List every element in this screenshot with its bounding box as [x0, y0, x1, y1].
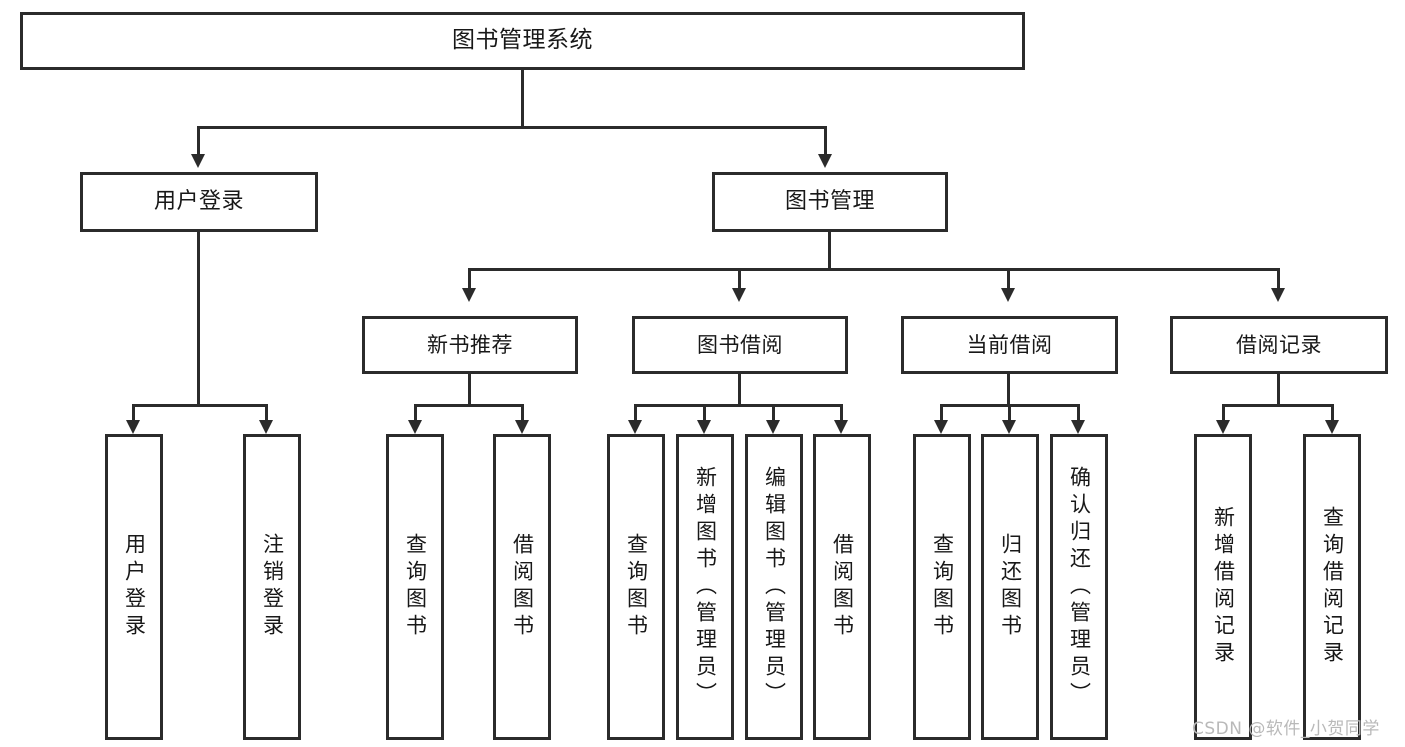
arrowhead-leaf-11	[1216, 420, 1230, 434]
edge-drop-leaf-1	[265, 404, 268, 422]
edge-drop-borrow-records	[1277, 268, 1280, 290]
leaf-node-borrow-books-borrow[interactable]: 借阅图书	[813, 434, 871, 740]
leaf-node-query-books-current[interactable]: 查询图书	[913, 434, 971, 740]
arrowhead-leaf-12	[1325, 420, 1339, 434]
edge-book-mgmt-stem	[828, 232, 831, 270]
leaf-node-logout[interactable]: 注销登录	[243, 434, 301, 740]
node-label: 图书管理系统	[452, 27, 593, 54]
arrowhead-leaf-4	[628, 420, 642, 434]
edge-drop-leaf-4	[634, 404, 637, 422]
node-label: 用户登录	[122, 533, 147, 641]
node-label: 图书借阅	[697, 332, 783, 357]
leaf-node-add-book-admin[interactable]: 新增图书（管理员）	[676, 434, 734, 740]
node-label: 查询图书	[624, 533, 649, 641]
edge-drop-leaf-6	[772, 404, 775, 422]
node-label: 图书管理	[784, 189, 875, 215]
node-user-login[interactable]: 用户登录	[80, 172, 318, 232]
node-borrow-records[interactable]: 借阅记录	[1170, 316, 1388, 374]
edge-drop-leaf-5	[703, 404, 706, 422]
arrowhead-leaf-7	[834, 420, 848, 434]
edge-drop-new-books	[468, 268, 471, 290]
leaf-node-confirm-return-admin[interactable]: 确认归还（管理员）	[1050, 434, 1108, 740]
node-label: 归还图书	[998, 533, 1023, 641]
node-label: 新书推荐	[427, 332, 513, 357]
node-new-book-recommend[interactable]: 新书推荐	[362, 316, 578, 374]
arrowhead-leaf-1	[259, 420, 273, 434]
edge-drop-book-mgmt	[824, 126, 827, 156]
edge-drop-leaf-11	[1222, 404, 1225, 422]
leaf-node-query-borrow-record[interactable]: 查询借阅记录	[1303, 434, 1361, 740]
arrowhead-leaf-0	[126, 420, 140, 434]
node-book-management[interactable]: 图书管理	[712, 172, 948, 232]
edge-user-login-leaf-bus	[132, 404, 268, 407]
node-label: 编辑图书（管理员）	[762, 465, 787, 709]
edge-book-borrow-leaf-bus	[634, 404, 842, 407]
arrowhead-leaf-3	[515, 420, 529, 434]
arrowhead-book-borrow	[732, 288, 746, 302]
edge-book-borrow-stem	[738, 374, 741, 406]
edge-drop-leaf-3	[521, 404, 524, 422]
arrowhead-leaf-8	[934, 420, 948, 434]
edge-root-stem	[521, 70, 524, 128]
arrowhead-new-books	[462, 288, 476, 302]
edge-user-login-stem	[197, 232, 200, 406]
edge-new-books-stem	[468, 374, 471, 406]
node-label: 查询图书	[930, 533, 955, 641]
edge-drop-leaf-10	[1077, 404, 1080, 422]
arrowhead-leaf-2	[408, 420, 422, 434]
node-label: 用户登录	[153, 189, 244, 215]
edge-drop-leaf-12	[1331, 404, 1334, 422]
edge-drop-leaf-9	[1008, 404, 1011, 422]
node-current-borrow[interactable]: 当前借阅	[901, 316, 1118, 374]
node-root-system[interactable]: 图书管理系统	[20, 12, 1025, 70]
node-label: 借阅记录	[1236, 332, 1322, 357]
node-label: 借阅图书	[830, 533, 855, 641]
node-label: 确认归还（管理员）	[1067, 465, 1092, 709]
arrowhead-user-login	[191, 154, 205, 168]
edge-drop-leaf-7	[840, 404, 843, 422]
leaf-node-return-books[interactable]: 归还图书	[981, 434, 1039, 740]
edge-borrow-records-stem	[1277, 374, 1280, 406]
arrowhead-current-borrow	[1001, 288, 1015, 302]
edge-drop-leaf-2	[414, 404, 417, 422]
edge-drop-leaf-8	[940, 404, 943, 422]
node-label: 查询借阅记录	[1320, 506, 1345, 668]
edge-new-books-leaf-bus	[414, 404, 524, 407]
leaf-node-add-borrow-record[interactable]: 新增借阅记录	[1194, 434, 1252, 740]
edge-drop-current-borrow	[1007, 268, 1010, 290]
leaf-node-query-books-newbooks[interactable]: 查询图书	[386, 434, 444, 740]
node-label: 注销登录	[260, 533, 285, 641]
edge-current-borrow-stem	[1007, 374, 1010, 406]
node-label: 新增图书（管理员）	[693, 465, 718, 709]
arrowhead-borrow-records	[1271, 288, 1285, 302]
node-label: 当前借阅	[966, 332, 1053, 357]
leaf-node-user-login[interactable]: 用户登录	[105, 434, 163, 740]
arrowhead-book-mgmt	[818, 154, 832, 168]
edge-borrow-records-leaf-bus	[1222, 404, 1334, 407]
node-label: 查询图书	[403, 533, 428, 641]
arrowhead-leaf-5	[697, 420, 711, 434]
leaf-node-query-books-borrow[interactable]: 查询图书	[607, 434, 665, 740]
node-book-borrow[interactable]: 图书借阅	[632, 316, 848, 374]
node-label: 新增借阅记录	[1211, 506, 1236, 668]
leaf-node-edit-book-admin[interactable]: 编辑图书（管理员）	[745, 434, 803, 740]
edge-drop-user-login	[197, 126, 200, 156]
edge-level2-bus	[197, 126, 827, 129]
node-label: 借阅图书	[510, 533, 535, 641]
arrowhead-leaf-9	[1002, 420, 1016, 434]
edge-drop-book-borrow	[738, 268, 741, 290]
arrowhead-leaf-10	[1071, 420, 1085, 434]
leaf-node-borrow-books-newbooks[interactable]: 借阅图书	[493, 434, 551, 740]
edge-drop-leaf-0	[132, 404, 135, 422]
edge-level3-bus	[468, 268, 1280, 271]
arrowhead-leaf-6	[766, 420, 780, 434]
